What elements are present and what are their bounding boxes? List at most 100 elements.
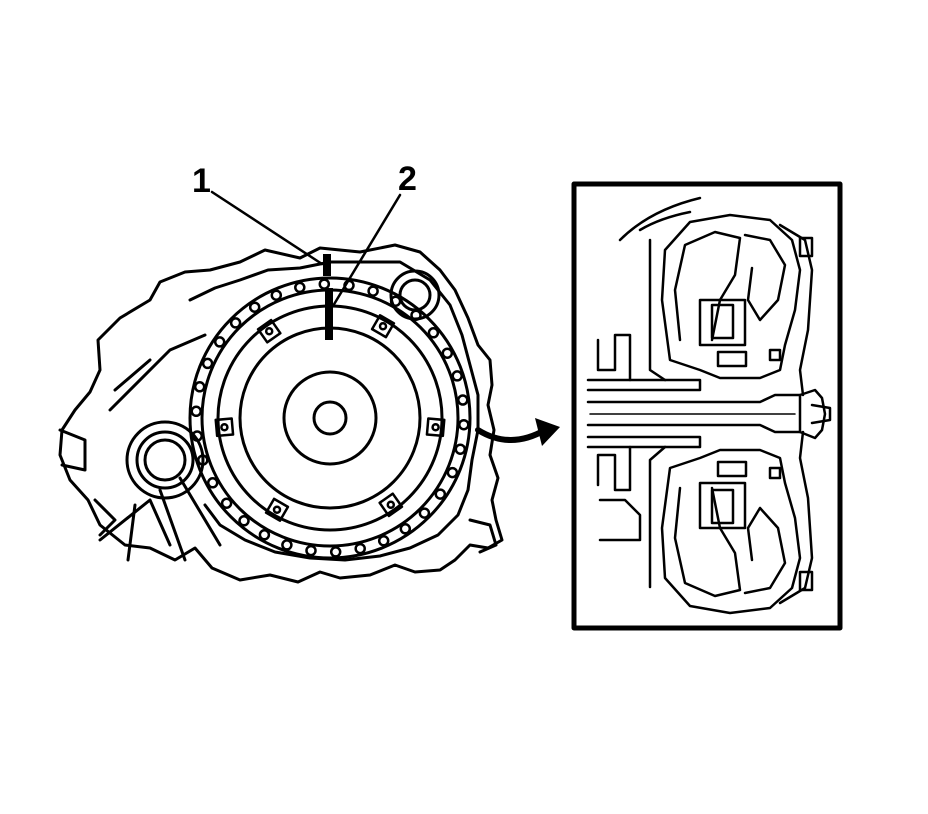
bolt-hole <box>190 405 202 418</box>
converter-alignment-mark <box>325 288 333 340</box>
bolt-hole <box>258 529 271 541</box>
bolt-hole <box>238 515 250 527</box>
case-outline <box>58 243 504 584</box>
detail-inset <box>571 181 843 631</box>
bolt-hole <box>446 466 459 479</box>
bolt-hole <box>213 336 226 348</box>
axle-seal-outer <box>125 420 205 500</box>
reference-arrow-head <box>535 418 560 446</box>
bolt-hole <box>305 544 317 557</box>
converter-cross-section <box>586 196 832 615</box>
bolt-hole <box>458 418 470 431</box>
bolt-hole <box>270 289 283 301</box>
bolt-hole <box>367 285 379 297</box>
bolt-hole <box>191 430 203 442</box>
left-housing-upper <box>596 333 632 382</box>
converter-lug <box>378 492 404 518</box>
bolt-flange <box>188 276 472 560</box>
converter-lug <box>214 417 235 438</box>
alignment-marks <box>323 254 333 340</box>
flange-inner-edge <box>188 276 472 560</box>
case-rib-2 <box>126 503 137 562</box>
callouts: 1 2 <box>192 160 417 308</box>
shaft-upper-housing <box>586 378 702 392</box>
detail-frame <box>571 181 843 631</box>
converter-hub <box>282 370 378 466</box>
bolt-hole <box>418 507 431 519</box>
case-tab-lower <box>93 498 117 537</box>
bolt-hole <box>206 477 219 489</box>
case-rib-4 <box>178 476 222 547</box>
upper-torus-outer <box>660 213 802 380</box>
left-housing-lower-2 <box>598 498 642 542</box>
converter-shell <box>238 326 422 510</box>
upper-stator <box>698 298 747 347</box>
bolt-hole <box>410 309 422 321</box>
left-housing-lower <box>596 445 632 492</box>
converter-lug <box>256 318 282 344</box>
left-housing-lower-3 <box>648 445 667 589</box>
upper-turbine-blade <box>673 230 742 342</box>
converter-lug <box>264 497 290 522</box>
bolt-hole <box>197 454 209 466</box>
bolt-hole <box>329 546 342 558</box>
axle-seal <box>125 420 205 500</box>
bolt-holes <box>190 278 470 558</box>
bolt-hole <box>389 295 402 307</box>
bolt-hole <box>434 488 447 500</box>
bolt-hole <box>454 443 467 455</box>
lower-stator-vane <box>710 488 735 525</box>
bolt-hole <box>399 523 412 535</box>
upper-stator-vane <box>710 303 735 340</box>
bolt-hole <box>451 370 463 382</box>
callout-1-label: 1 <box>192 162 211 200</box>
case-rib-3 <box>158 488 187 562</box>
bolt-hole <box>441 347 454 359</box>
engine-arc <box>618 196 702 242</box>
bolt-hole <box>220 497 233 509</box>
converter-pilot <box>312 400 348 436</box>
case-right-boss <box>468 518 498 554</box>
bolt-hole <box>201 357 214 370</box>
case-alignment-mark <box>323 254 331 276</box>
reference-arrow-shaft <box>475 427 548 443</box>
bolt-hole <box>318 278 331 290</box>
callout-1-leader <box>210 190 324 266</box>
lower-pump-blade <box>743 506 787 595</box>
case-rib-5 <box>108 333 207 412</box>
case-rib-6 <box>113 358 152 392</box>
upper-pump-blade <box>743 233 787 322</box>
lower-torus-outer <box>660 448 802 615</box>
upper-bolt <box>798 236 814 258</box>
hub-stub <box>810 403 832 425</box>
input-shaft <box>586 393 802 434</box>
converter-lugs <box>214 314 446 522</box>
lower-clip <box>768 466 782 480</box>
lower-bolt <box>798 570 814 592</box>
bolt-hole <box>229 317 242 329</box>
lower-bearing <box>716 460 748 478</box>
shaft-lower-housing <box>586 435 702 449</box>
engine-arc-2 <box>638 210 692 232</box>
axle-seal-inner <box>143 438 187 482</box>
lower-turbine-blade <box>673 486 742 598</box>
bolt-hole <box>354 542 366 555</box>
left-housing-upper-2 <box>648 238 667 382</box>
lower-stator <box>698 481 747 530</box>
bolt-hole <box>248 301 261 313</box>
axle-seal-mid <box>135 430 195 490</box>
callout-2-label: 2 <box>398 160 417 198</box>
bolt-hole <box>377 535 390 547</box>
hub-nose <box>798 388 827 440</box>
case-tab-left <box>58 428 87 472</box>
bolt-hole <box>294 281 306 294</box>
callout-2-leader <box>331 193 402 308</box>
bolt-hole <box>457 394 469 406</box>
bolt-hole <box>281 539 293 551</box>
converter-lug <box>425 417 446 438</box>
bolt-hole <box>193 381 206 393</box>
upper-clip <box>768 348 782 362</box>
converter-lug <box>370 314 396 339</box>
upper-bearing <box>716 350 748 368</box>
bolt-hole <box>427 327 440 339</box>
